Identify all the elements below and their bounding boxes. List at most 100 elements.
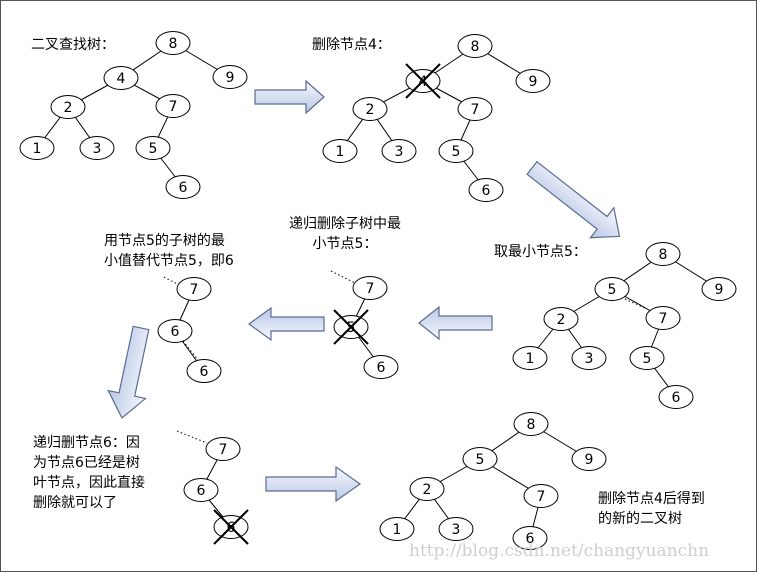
result-node-label: 3 bbox=[452, 522, 461, 538]
delete4-node-label: 3 bbox=[395, 144, 404, 160]
bst-node-circle bbox=[103, 66, 139, 90]
take_min-node-label: 5 bbox=[608, 282, 617, 298]
take_min-node-label: 3 bbox=[585, 351, 594, 367]
take_min-node: 9 bbox=[701, 277, 737, 301]
caption-leaf-line-1: 递归删节点6：因 bbox=[33, 435, 140, 451]
take_min-node-label: 7 bbox=[659, 311, 668, 327]
delete4-node-circle bbox=[468, 178, 504, 202]
bst-node-label: 5 bbox=[149, 141, 158, 157]
caption-leaf-delete: 递归删节点6：因 为节点6已经是树 叶节点，因此直接 删除就可以了 bbox=[33, 433, 145, 513]
result-node: 1 bbox=[379, 517, 415, 541]
caption-result: 删除节点4后得到 的新的二叉树 bbox=[598, 489, 705, 529]
delete4-cross-mark bbox=[405, 63, 441, 99]
result-node: 3 bbox=[438, 517, 474, 541]
caption-recurse-line-1: 递归删除子树中最 bbox=[289, 216, 401, 232]
recurse-node-label: 6 bbox=[377, 360, 386, 376]
replace-dotted-child bbox=[182, 340, 199, 361]
leaf-node: 6 bbox=[183, 478, 219, 502]
delete4-node-circle bbox=[438, 139, 474, 163]
take_min-node: 8 bbox=[645, 242, 681, 266]
watermark: http://blog.csdn.net/changyuanchn bbox=[409, 541, 710, 561]
caption-replace-line-2: 小值替代节点5，即6 bbox=[104, 253, 234, 269]
take_min-node: 7 bbox=[645, 306, 681, 330]
delete4-node-label: 2 bbox=[366, 102, 375, 118]
replace-node-label: 6 bbox=[200, 364, 209, 380]
recurse-node: 6 bbox=[363, 355, 399, 379]
take_min-node-circle bbox=[543, 307, 579, 331]
bst-node: 4 bbox=[103, 66, 139, 90]
delete4-node: 1 bbox=[322, 139, 358, 163]
result-node-circle bbox=[379, 517, 415, 541]
recurse-node-circle bbox=[363, 355, 399, 379]
take_min-node-circle bbox=[629, 346, 665, 370]
take_min-node-label: 5 bbox=[643, 351, 652, 367]
delete4-node: 7 bbox=[457, 97, 493, 121]
bst-node-circle bbox=[155, 31, 191, 55]
result-node-label: 7 bbox=[537, 489, 546, 505]
take_min-node-circle bbox=[571, 346, 607, 370]
delete4-node: 9 bbox=[515, 69, 551, 93]
caption-take-min: 取最小节点5： bbox=[494, 244, 587, 260]
replace-node-label: 7 bbox=[190, 282, 199, 298]
leaf-node-label: 7 bbox=[219, 442, 228, 458]
take_min-node: 6 bbox=[658, 385, 694, 409]
recurse-cross-mark bbox=[333, 309, 369, 345]
bst-node-label: 1 bbox=[33, 141, 42, 157]
bst-node-label: 9 bbox=[226, 70, 235, 86]
caption-result-line-2: 的新的二叉树 bbox=[598, 511, 682, 527]
bst-node: 5 bbox=[135, 136, 171, 160]
bst-node: 6 bbox=[165, 175, 201, 199]
bst-node: 8 bbox=[155, 31, 191, 55]
replace-node-circle bbox=[186, 359, 222, 383]
caption-delete-node-4: 删除节点4： bbox=[312, 37, 391, 53]
result-node-circle bbox=[513, 412, 549, 436]
delete4-node-label: 6 bbox=[482, 183, 491, 199]
take_min-node-label: 6 bbox=[672, 390, 681, 406]
result-node-circle bbox=[462, 447, 498, 471]
result-node: 6 bbox=[512, 526, 548, 550]
leaf-node-circle bbox=[183, 478, 219, 502]
take_min-node-label: 8 bbox=[659, 247, 668, 263]
recurse-node-label: 7 bbox=[366, 281, 375, 297]
recurse-node: 7 bbox=[352, 276, 388, 300]
replace-dotted-link bbox=[163, 276, 180, 286]
delete4-node-circle bbox=[352, 97, 388, 121]
result-node: 2 bbox=[409, 477, 445, 501]
result-node: 8 bbox=[513, 412, 549, 436]
bst-node: 2 bbox=[50, 95, 86, 119]
caption-recurse-line-2: 小节点5： bbox=[312, 236, 378, 252]
delete4-node-label: 7 bbox=[471, 102, 480, 118]
take_min-node-circle bbox=[594, 277, 630, 301]
delete4-node-circle bbox=[457, 97, 493, 121]
recurse-dotted-link bbox=[330, 270, 356, 284]
replace-node: 7 bbox=[176, 277, 212, 301]
result-node-circle bbox=[571, 447, 607, 471]
bst-node-circle bbox=[165, 175, 201, 199]
result-node-label: 6 bbox=[526, 531, 535, 547]
delete4-node-circle bbox=[515, 69, 551, 93]
delete4-node-label: 9 bbox=[529, 74, 538, 90]
arrow-right-bottom bbox=[265, 465, 362, 503]
take-min-dotted-link bbox=[624, 298, 648, 310]
take_min-node-circle bbox=[701, 277, 737, 301]
bst-node: 9 bbox=[212, 65, 248, 89]
result-node-circle bbox=[409, 477, 445, 501]
bst-node: 1 bbox=[19, 136, 55, 160]
take_min-node-circle bbox=[645, 306, 681, 330]
bst-node: 3 bbox=[79, 136, 115, 160]
result-node: 9 bbox=[571, 447, 607, 471]
result-node: 7 bbox=[523, 484, 559, 508]
replace-node: 6 bbox=[186, 359, 222, 383]
recurse-node-circle bbox=[352, 276, 388, 300]
delete4-node: 3 bbox=[381, 139, 417, 163]
bst-node-label: 8 bbox=[169, 36, 178, 52]
arrow-left-middle-right bbox=[418, 305, 493, 341]
take_min-node: 3 bbox=[571, 346, 607, 370]
bst-node-circle bbox=[79, 136, 115, 160]
bst-node: 7 bbox=[155, 94, 191, 118]
take_min-node: 5 bbox=[629, 346, 665, 370]
replace-node-circle bbox=[176, 277, 212, 301]
bst-node-circle bbox=[155, 94, 191, 118]
result-node-circle bbox=[438, 517, 474, 541]
